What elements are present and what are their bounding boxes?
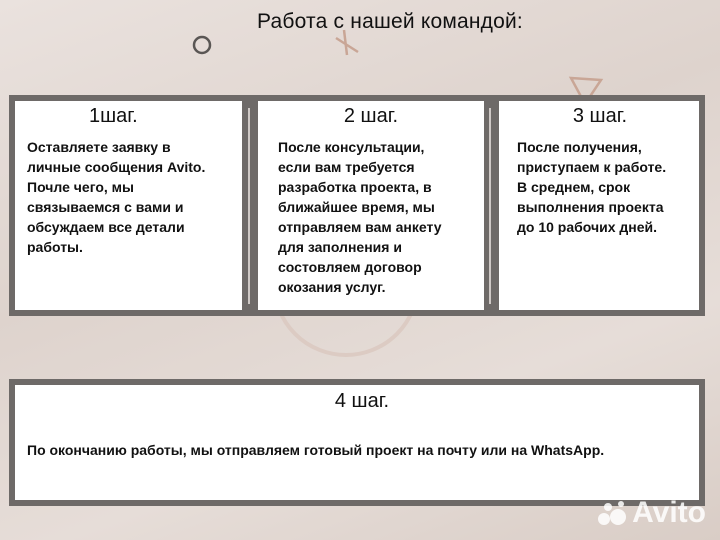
step-heading: 2 шаг. <box>343 105 399 127</box>
step-text: Оставляете заявку в личные сообщения Avi… <box>27 139 206 255</box>
avito-logo-icon <box>598 501 627 525</box>
cross-icon <box>335 29 359 56</box>
step-card-2: 2 шаг. После консультации, если вам треб… <box>258 101 484 310</box>
watermark-text: Avito <box>632 496 706 529</box>
step-heading: 1шаг. <box>89 105 138 127</box>
divider <box>248 108 250 304</box>
step-card-4: 4 шаг. По окончанию работы, мы отправляе… <box>15 385 699 500</box>
avito-watermark: Avito <box>596 496 706 530</box>
step-card-1: 1шаг. Оставляете заявку в личные сообщен… <box>15 101 242 310</box>
step-heading: 4 шаг. <box>334 390 390 412</box>
divider <box>489 108 491 304</box>
page-title: Работа с нашей командой: <box>257 10 523 33</box>
circle-outline-icon <box>192 35 212 55</box>
step-text: После получения, приступаем к работе. В … <box>517 139 667 235</box>
step-text: После консультации, если вам требуется р… <box>278 139 442 295</box>
step-heading: 3 шаг. <box>572 105 628 127</box>
step-text: По окончанию работы, мы отправляем готов… <box>27 442 605 458</box>
step-card-3: 3 шаг. После получения, приступаем к раб… <box>499 101 699 310</box>
triangle-icon <box>568 76 604 107</box>
